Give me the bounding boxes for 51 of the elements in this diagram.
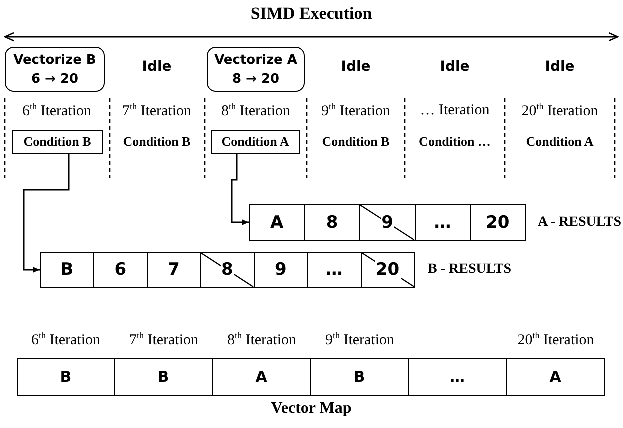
result-array — [40, 252, 415, 288]
array-entry: 8 — [325, 212, 340, 232]
iteration-label: 20$^{th}$ Iteration — [522, 102, 598, 120]
process-box — [5, 47, 105, 92]
iteration-label: 7$^{th}$ Iteration — [129, 330, 199, 350]
iteration-label: 9$^{th}$ Iteration — [325, 330, 395, 350]
iteration-label: 20$^{th}$ Iteration — [518, 330, 594, 350]
array-entry: … — [324, 260, 344, 280]
condition-label: Condition A — [526, 134, 594, 150]
process-box — [207, 47, 305, 92]
vector-map-entry: B — [310, 358, 409, 396]
connector-arrow — [23, 154, 70, 273]
array-entry: B — [60, 260, 75, 280]
iteration-label: 6$^{th}$ Iteration — [31, 330, 101, 350]
array-entry: A — [270, 212, 285, 232]
iteration-label: 8$^{th}$ Iteration — [227, 330, 297, 350]
box-text: 8 → 20 — [232, 70, 280, 88]
condition-label: Condition B — [322, 134, 390, 150]
status-label: Idle — [440, 59, 470, 75]
vector-map-entry: A — [506, 358, 605, 396]
array-entry: 9 — [274, 260, 288, 280]
condition-label: Condition … — [419, 134, 491, 150]
vector-map-entry: B — [17, 358, 115, 396]
iteration-label: 8$^{th}$ Iteration — [221, 102, 291, 120]
box-text: Vectorize A — [214, 52, 298, 70]
array-entry: 6 — [114, 260, 128, 280]
result-array — [249, 204, 526, 241]
vector-map-entry: A — [212, 358, 311, 396]
array-caption: A - RESULTS — [538, 214, 622, 230]
status-label: Idle — [142, 59, 172, 75]
vector-map-entry: … — [408, 358, 507, 396]
status-label: Idle — [341, 59, 371, 75]
iteration-label: 7$^{th}$ Iteration — [122, 102, 192, 120]
vector-map-entry: B — [114, 358, 213, 396]
condition-box: Condition A — [211, 130, 300, 154]
box-text: Vectorize B — [14, 52, 96, 70]
iteration-label: 6$^{th}$ Iteration — [22, 102, 92, 120]
array-caption: B - RESULTS — [428, 262, 512, 278]
array-entry: 7 — [167, 260, 181, 280]
status-label: Idle — [545, 59, 575, 75]
array-entry: 20 — [374, 260, 401, 280]
iteration-label: 9$^{th}$ Iteration — [321, 102, 391, 120]
iteration-label: … Iteration — [420, 102, 490, 120]
caption: Vector Map — [270, 400, 353, 418]
condition-box: Condition B — [12, 130, 103, 154]
box-text: 6 → 20 — [31, 70, 79, 88]
connector-arrow — [231, 154, 249, 226]
array-entry: 20 — [485, 212, 511, 232]
condition-label: Condition B — [123, 134, 191, 150]
title: SIMD Execution — [250, 4, 374, 24]
array-entry: … — [433, 212, 452, 232]
